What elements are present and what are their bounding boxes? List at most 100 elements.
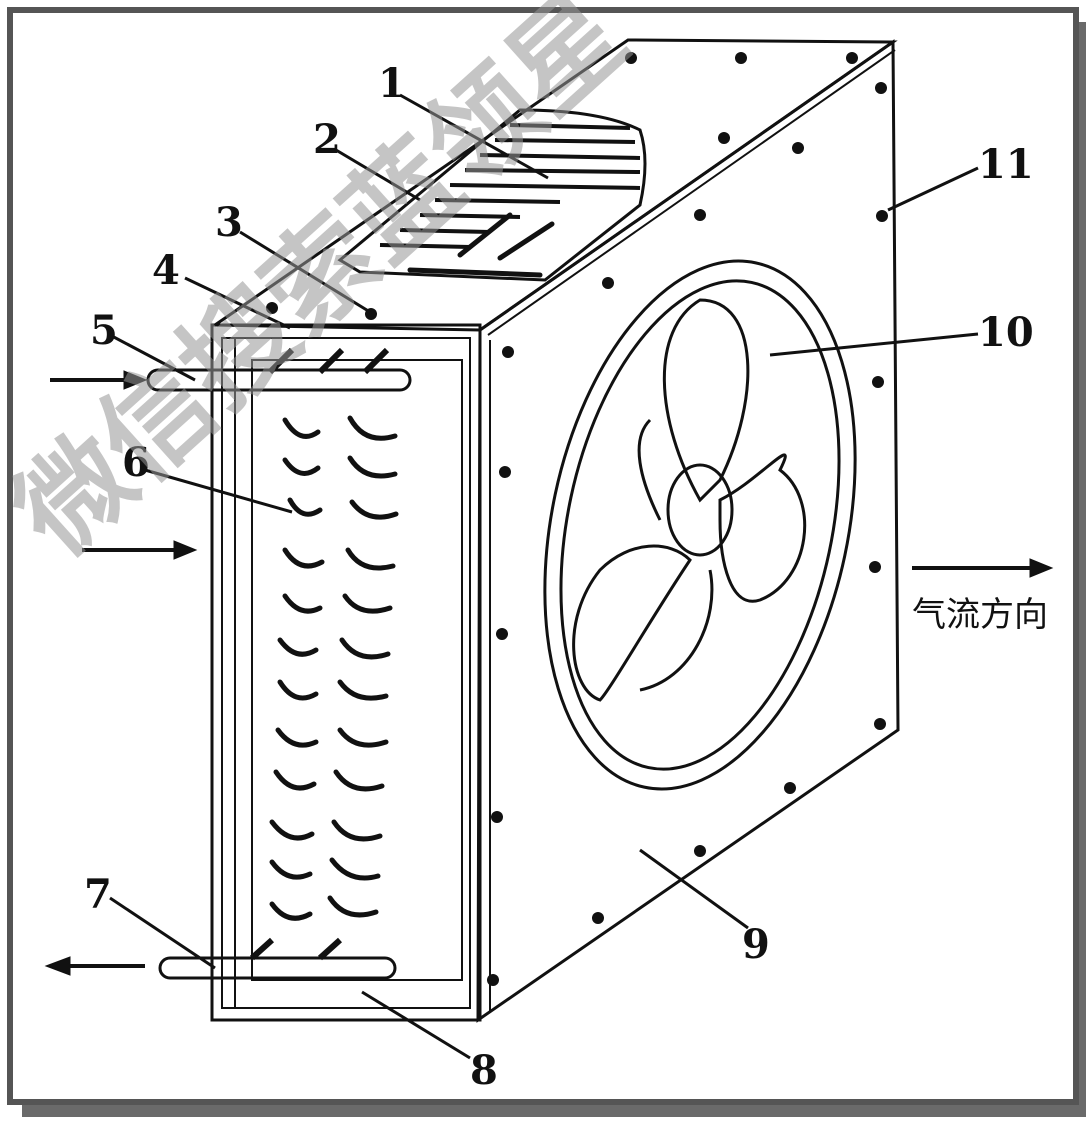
fan-blade-edge <box>637 418 662 521</box>
fan-blade <box>572 544 692 702</box>
air-in-arrow-head <box>173 540 198 560</box>
bolt <box>718 132 730 144</box>
bolt <box>784 782 796 794</box>
u-bend <box>345 547 396 571</box>
outlet-header-pipe <box>158 956 397 980</box>
u-bend <box>282 593 323 614</box>
top-coil <box>337 108 647 282</box>
fan-hub <box>666 463 734 557</box>
u-bend <box>349 499 399 520</box>
coil-fin-area <box>251 359 463 981</box>
bolt <box>602 277 614 289</box>
label-8: 8 <box>470 1047 498 1094</box>
leader-3 <box>239 230 371 314</box>
label-9: 9 <box>742 921 770 968</box>
u-bend <box>342 593 393 614</box>
fan <box>543 259 857 791</box>
bolt <box>875 82 887 94</box>
inlet-header <box>146 347 412 392</box>
fan-shroud-outer <box>543 259 857 791</box>
leader-9 <box>639 848 749 930</box>
u-bend <box>269 859 313 880</box>
panel-edge <box>487 49 896 336</box>
u-bend <box>282 457 321 476</box>
leader-7 <box>109 896 216 970</box>
inlet-arrow-head <box>123 370 148 390</box>
u-bend-tubes <box>269 415 399 921</box>
bolt <box>592 912 604 924</box>
inlet-branches <box>267 347 390 375</box>
air-out-arrow-head <box>1029 558 1054 578</box>
u-bend <box>327 895 379 918</box>
u-bend <box>269 901 313 921</box>
u-bend <box>339 637 391 660</box>
label-11: 11 <box>978 141 1034 188</box>
airflow-direction-caption: 气流方向 <box>912 595 1048 635</box>
bolt <box>499 466 511 478</box>
part-labels: 1 2 3 4 5 6 7 8 9 10 11 <box>84 60 1034 1094</box>
bolt <box>625 52 637 64</box>
u-bend <box>282 547 325 569</box>
label-1: 1 <box>378 60 406 107</box>
leader-5 <box>109 333 196 382</box>
fan-blade <box>662 298 750 503</box>
label-10: 10 <box>978 309 1034 356</box>
bolt <box>735 52 747 64</box>
bolt <box>872 376 884 388</box>
u-bend <box>275 727 319 748</box>
bolt <box>487 974 499 986</box>
u-bend <box>347 415 398 441</box>
leader-6 <box>144 468 293 514</box>
bolt <box>266 302 278 314</box>
leader-8 <box>361 990 471 1060</box>
outlet-header <box>158 937 397 980</box>
label-7: 7 <box>84 871 112 918</box>
u-bend <box>331 819 383 842</box>
flow-arrows <box>44 370 1054 976</box>
label-3: 3 <box>215 199 243 246</box>
u-bend <box>273 769 317 791</box>
top-coil-tubes <box>407 212 555 278</box>
bolt <box>502 346 514 358</box>
u-bend <box>333 769 385 792</box>
leader-10 <box>769 332 979 357</box>
u-bend <box>347 455 398 479</box>
bolt-holes <box>266 52 888 986</box>
bolt <box>491 811 503 823</box>
coil-frame-inner <box>221 337 471 1009</box>
cabinet <box>210 38 900 1023</box>
bolt <box>874 718 886 730</box>
bolt <box>496 628 508 640</box>
leader-4 <box>184 276 291 330</box>
bolt <box>876 210 888 222</box>
u-bend <box>277 637 319 657</box>
fan-shroud-inner <box>559 279 841 771</box>
outlet-branches <box>249 937 343 961</box>
bolt <box>792 142 804 154</box>
u-bend <box>282 417 321 439</box>
top-coil-fins <box>379 123 641 249</box>
label-6: 6 <box>122 439 150 486</box>
leader-11 <box>887 166 979 212</box>
u-bend <box>329 857 381 881</box>
top-coil-body <box>337 108 647 282</box>
leader-2 <box>335 148 421 202</box>
bolt <box>869 561 881 573</box>
bolt <box>846 52 858 64</box>
outlet-arrow-head <box>44 956 71 976</box>
label-2: 2 <box>313 116 341 163</box>
fan-blade <box>718 453 807 603</box>
leader-1 <box>399 93 549 180</box>
bolt <box>694 845 706 857</box>
leader-lines <box>109 93 979 1060</box>
u-bend <box>337 727 389 748</box>
coil-frame-outer <box>210 323 482 1022</box>
u-bend <box>277 679 319 701</box>
inlet-header-pipe <box>146 368 412 392</box>
fan-blade-edge <box>639 569 714 692</box>
u-bend <box>287 497 323 517</box>
label-4: 4 <box>152 247 180 294</box>
frame-border <box>7 7 1079 1105</box>
